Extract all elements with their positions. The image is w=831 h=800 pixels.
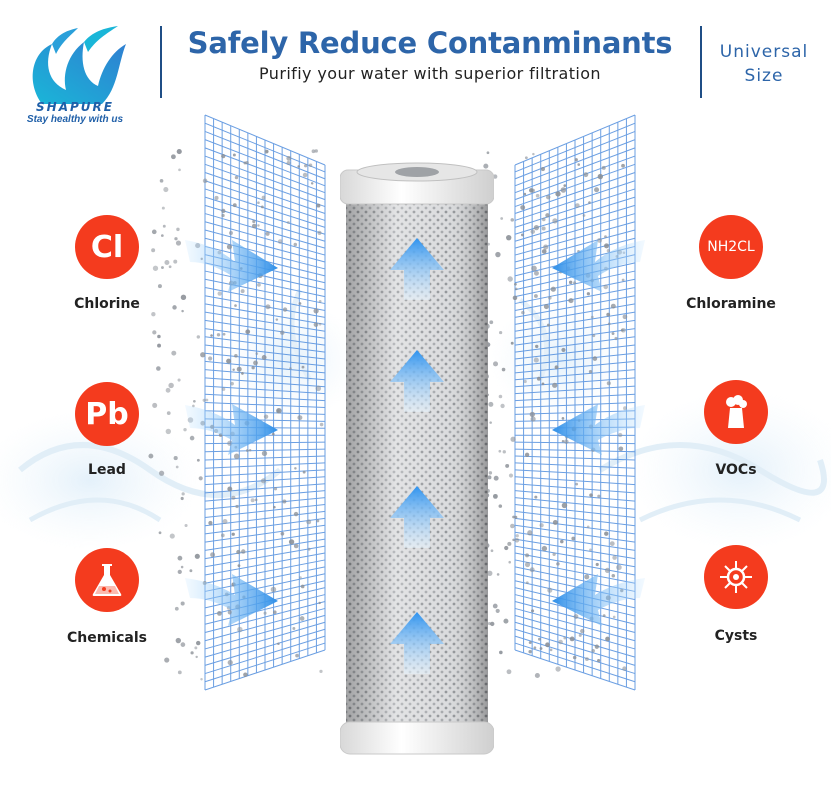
universal-line-1: Universal [719, 42, 809, 62]
header-divider-right [700, 26, 702, 98]
chemicals-badge [75, 548, 139, 612]
chemicals-label: Chemicals [66, 630, 147, 646]
brand-name: SHAPURE [36, 100, 114, 114]
shapure-logo-icon [32, 26, 127, 104]
lead-badge: Pb [75, 382, 139, 446]
cysts-label: Cysts [714, 628, 758, 644]
chlorine-label: Chlorine [74, 296, 140, 312]
header-divider-left [160, 26, 162, 98]
right-flow-arrows [552, 240, 645, 626]
up-arrow-2 [390, 350, 444, 412]
chloramine-symbol: NH2CL [707, 239, 755, 255]
chloramine-label: Chloramine [686, 296, 776, 312]
up-arrow-1 [390, 238, 444, 300]
up-arrow-4 [390, 612, 444, 674]
page-title: Safely Reduce Contanminants [187, 26, 673, 60]
filter-cartridge [340, 162, 494, 755]
left-flow-arrows [185, 240, 278, 626]
universal-size-label: Universal Size [706, 40, 822, 88]
chloramine-badge: NH2CL [699, 215, 763, 279]
factory-icon [726, 395, 747, 428]
germ-icon [720, 561, 752, 593]
cartridge-bottom-cap [340, 721, 494, 755]
vocs-label: VOCs [715, 462, 757, 478]
flow-arrow-right-2 [552, 404, 645, 455]
upward-flow-arrows [390, 238, 444, 674]
flow-arrow-right-3 [552, 574, 645, 626]
chlorine-badge: Cl [75, 215, 139, 279]
up-arrow-3 [390, 486, 444, 548]
lead-label: Lead [88, 462, 126, 478]
vocs-badge [704, 380, 768, 444]
cysts-badge [704, 545, 768, 609]
brand-tagline: Stay healthy with us [26, 114, 124, 125]
flow-arrow-left-2 [185, 404, 278, 455]
flask-icon [92, 564, 122, 596]
universal-line-2: Size [744, 66, 784, 86]
chlorine-symbol: Cl [90, 229, 124, 265]
water-splash [0, 288, 831, 550]
flow-arrow-left-3 [185, 574, 278, 626]
page-subtitle: Purifiy your water with superior filtrat… [259, 64, 601, 83]
lead-symbol: Pb [85, 396, 129, 432]
flow-arrow-left-1 [185, 240, 278, 292]
flow-arrow-right-1 [552, 240, 645, 292]
